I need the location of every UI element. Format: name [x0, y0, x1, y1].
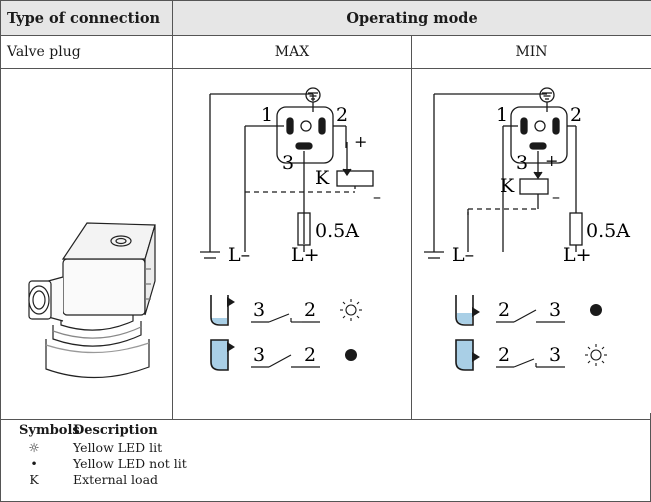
- max-pin-2: 2: [336, 104, 348, 126]
- legend-led-not-lit-text: Yellow LED not lit: [73, 456, 187, 471]
- mode-max-label: MAX: [172, 35, 412, 69]
- max-probe-covered-icon: [210, 339, 235, 371]
- max-pin-1: 1: [261, 104, 273, 126]
- min-l-minus: L–: [452, 244, 474, 266]
- min-plus: +: [545, 151, 558, 170]
- min-l-plus: L+: [563, 244, 592, 266]
- max-probe-uncovered-icon: [210, 295, 235, 326]
- mode-min-label: MIN: [411, 35, 651, 69]
- max-pin-3: 3: [282, 152, 294, 174]
- min-minus: –: [552, 187, 560, 206]
- min-row2-left: 2: [498, 344, 510, 366]
- max-fuse-label: 0.5A: [315, 220, 359, 242]
- legend-symbols-header: Symbols: [19, 423, 80, 438]
- max-plus: +: [354, 132, 367, 151]
- header-operating-mode: Operating mode: [172, 0, 651, 36]
- min-wiring-diagram: 1 2 3 K + – 0.5A L– L+ 2 3: [424, 87, 630, 371]
- legend-external-load-text: External load: [73, 472, 159, 487]
- min-probe-full-icon: [455, 339, 480, 371]
- max-mode-cell: 1 2 3 K + – 0.5A L– L+ 3 2: [172, 68, 412, 420]
- max-row2-left: 3: [253, 344, 265, 366]
- max-load-k: K: [315, 167, 330, 189]
- max-row1-led-lit-icon: [340, 299, 362, 321]
- valve-plug-illustration-cell: [0, 68, 173, 420]
- min-load-k: K: [500, 175, 515, 197]
- max-row1-left: 3: [253, 299, 265, 321]
- min-row1-right: 3: [549, 299, 561, 321]
- symbols-legend: Symbols Description ☼ Yellow LED lit • Y…: [0, 413, 651, 502]
- min-probe-partial-icon: [455, 295, 480, 326]
- valve-plug-illustration: [28, 222, 156, 379]
- header-type-of-connection: Type of connection: [0, 0, 173, 36]
- legend-led-lit-text: Yellow LED lit: [73, 440, 163, 455]
- led-lit-icon: ☼: [28, 440, 40, 455]
- min-row1-led-not-lit-icon: [590, 304, 602, 316]
- max-l-minus: L–: [228, 244, 250, 266]
- min-row2-led-lit-icon: [585, 344, 607, 366]
- max-row1-right: 2: [304, 299, 316, 321]
- min-row2-right: 3: [549, 344, 561, 366]
- connection-type-label: Valve plug: [0, 35, 173, 69]
- connection-table: Type of connection Operating mode Valve …: [0, 0, 651, 420]
- min-pin-1: 1: [496, 104, 508, 126]
- max-minus: –: [373, 187, 381, 206]
- max-wiring-diagram: 1 2 3 K + – 0.5A L– L+ 3 2: [200, 87, 381, 371]
- legend-description-header: Description: [73, 423, 158, 438]
- max-row2-right: 2: [304, 344, 316, 366]
- max-l-plus: L+: [291, 244, 320, 266]
- external-load-icon: K: [29, 472, 39, 487]
- min-pin-3: 3: [516, 152, 528, 174]
- min-fuse-label: 0.5A: [586, 220, 630, 242]
- min-mode-cell: 1 2 3 K + – 0.5A L– L+ 2 3: [411, 68, 651, 420]
- max-row2-led-not-lit-icon: [345, 349, 357, 361]
- min-row1-left: 2: [498, 299, 510, 321]
- led-not-lit-icon: •: [30, 456, 38, 471]
- min-pin-2: 2: [570, 104, 582, 126]
